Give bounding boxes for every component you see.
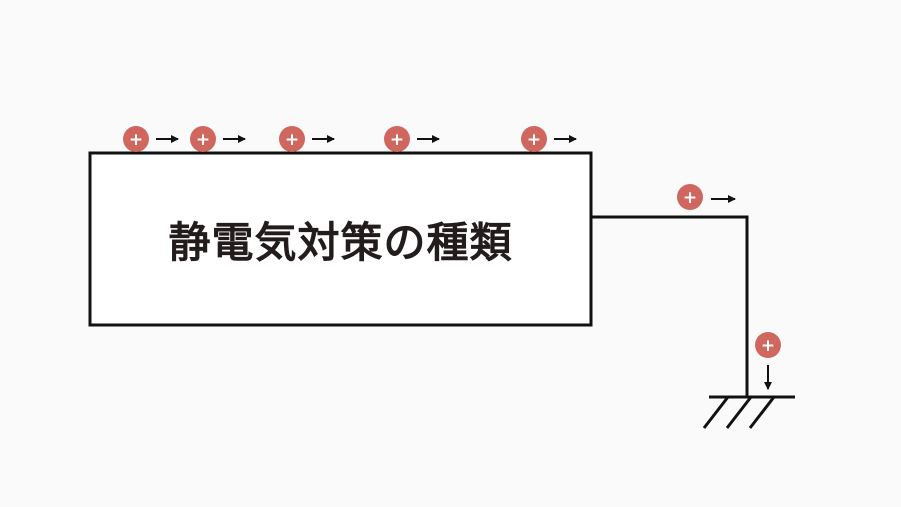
charge-symbol: +	[761, 336, 775, 356]
positive-charge-icon: +	[279, 126, 305, 152]
diagram-title: 静電気対策の種類	[168, 217, 513, 267]
positive-charge-icon: +	[755, 332, 781, 358]
charge-symbol: +	[196, 130, 210, 150]
positive-charge-icon: +	[521, 126, 547, 152]
charge-symbol: +	[390, 130, 404, 150]
positive-charge-icon: +	[123, 126, 149, 152]
positive-charge-icon: +	[384, 126, 410, 152]
positive-charge-icon: +	[677, 184, 703, 210]
charge-flow-top: + + + + +	[123, 126, 577, 152]
ground-symbol-icon	[702, 395, 795, 429]
charge-symbol: +	[129, 130, 143, 150]
charge-flow-ground: +	[755, 332, 781, 390]
positive-charge-icon: +	[190, 126, 216, 152]
charge-symbol: +	[683, 188, 697, 208]
charge-symbol: +	[285, 130, 299, 150]
charge-flow-wire: +	[677, 184, 736, 210]
charge-symbol: +	[527, 130, 541, 150]
conductor-box	[88, 151, 593, 327]
ground-wire	[591, 215, 749, 397]
